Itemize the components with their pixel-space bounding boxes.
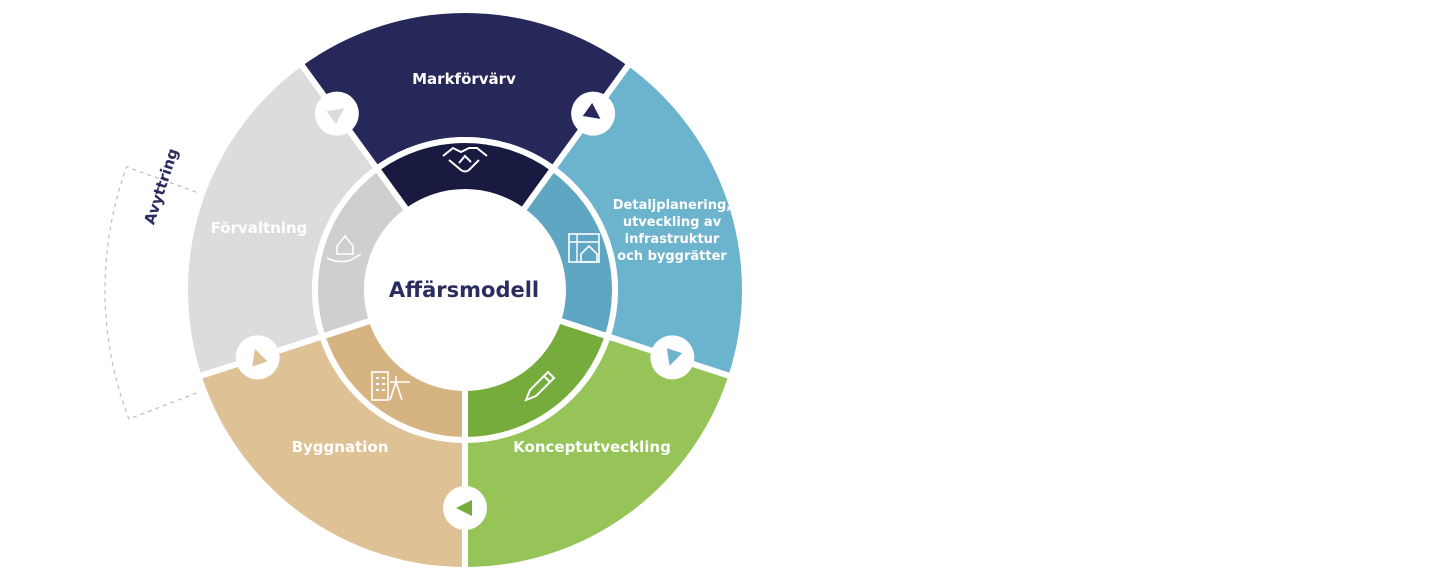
segments-group	[182, 7, 748, 570]
handshake-icon	[442, 146, 488, 173]
segment-label-line: och byggrätter	[617, 249, 727, 264]
flow-arrow-triangle-icon	[456, 500, 472, 516]
flow-arrow-2	[571, 91, 616, 136]
segment-label-line: Konceptutveckling	[513, 438, 671, 456]
flow-arrow-triangle-icon	[252, 348, 268, 367]
flow-arrow-triangle-icon	[666, 348, 683, 366]
segment-label-byggnation: Byggnation	[292, 438, 389, 456]
flow-arrow-5	[235, 335, 280, 380]
segment-label-konceptutveckling: Konceptutveckling	[513, 438, 671, 456]
segment-label-line: Detaljplanering,	[613, 198, 731, 213]
segment-label-forvaltning: Förvaltning	[211, 219, 308, 237]
segment-label-line: Markförvärv	[412, 70, 516, 88]
flow-arrow-4	[443, 486, 487, 530]
outer-arc-group	[104, 166, 199, 420]
flow-arrow-3	[650, 335, 695, 380]
avyttring-dashed-arc	[104, 166, 199, 420]
avyttring-label: Avyttring	[140, 146, 182, 227]
segment-label-line: infrastruktur	[625, 232, 720, 247]
segment-label-line: Byggnation	[292, 438, 389, 456]
segment-label-markforvarv: Markförvärv	[412, 70, 516, 88]
segment-label-line: utveckling av	[623, 215, 722, 230]
house-in-hand-icon	[326, 234, 362, 263]
pen-icon	[524, 370, 556, 402]
flow-arrow-triangle-icon	[582, 103, 601, 119]
icons-group	[326, 146, 600, 402]
segment-label-detaljplanering: Detaljplanering, utveckling av infrastrukt…	[613, 198, 731, 264]
connectors-group	[235, 91, 695, 530]
flow-arrow-1	[314, 91, 359, 136]
crane-building-icon	[371, 371, 410, 401]
site-plan-icon	[568, 233, 600, 263]
segment-label-line: Förvaltning	[211, 219, 308, 237]
flow-arrow-triangle-icon	[326, 108, 345, 125]
center-label: Affärsmodell	[389, 278, 539, 302]
center-disc	[367, 192, 563, 388]
